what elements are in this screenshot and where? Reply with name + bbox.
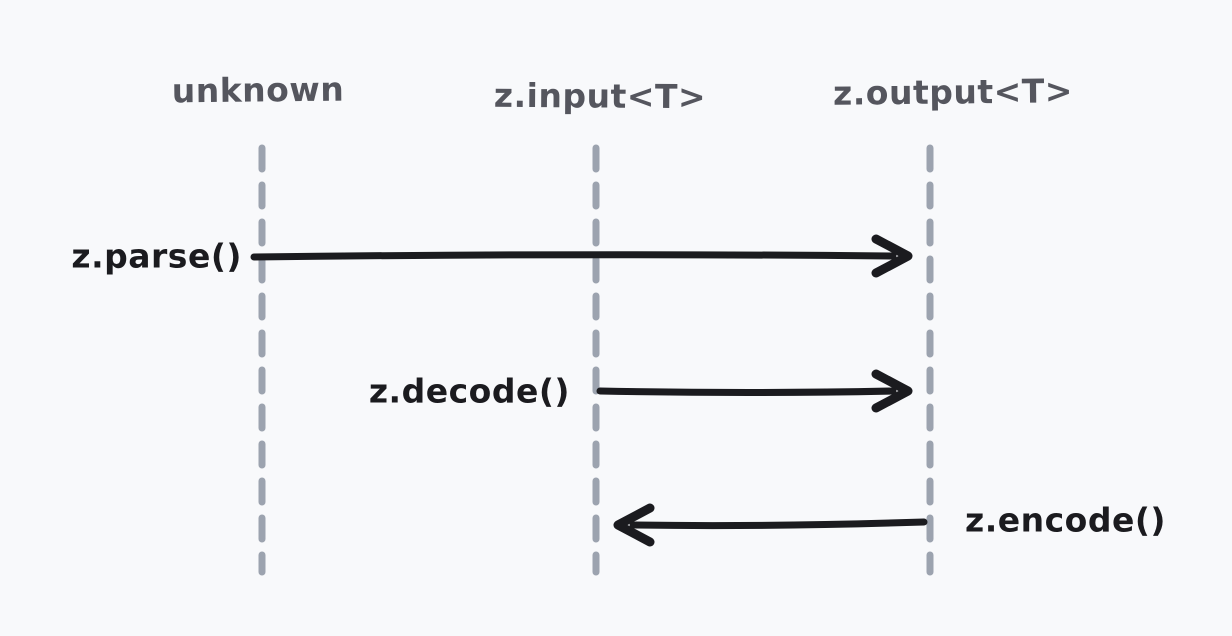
lifeline-label-z-output: z.output<T> bbox=[832, 71, 1074, 113]
arrow-encode-shaft bbox=[629, 518, 928, 530]
message-label-encode: z.encode() bbox=[965, 500, 1167, 540]
arrow-parse-head bbox=[871, 234, 913, 278]
arrow-decode bbox=[596, 369, 913, 413]
arrow-encode bbox=[613, 503, 928, 547]
arrow-encode-head bbox=[613, 503, 655, 547]
lifeline-label-z-input: z.input<T> bbox=[493, 75, 707, 117]
arrow-parse bbox=[250, 234, 913, 278]
arrow-decode-shaft bbox=[596, 387, 897, 396]
lifeline-label-unknown: unknown bbox=[171, 69, 345, 111]
arrow-decode-head bbox=[871, 369, 913, 413]
message-label-parse: z.parse() bbox=[71, 236, 242, 276]
arrow-parse-shaft bbox=[250, 251, 897, 261]
message-label-decode: z.decode() bbox=[368, 371, 570, 411]
